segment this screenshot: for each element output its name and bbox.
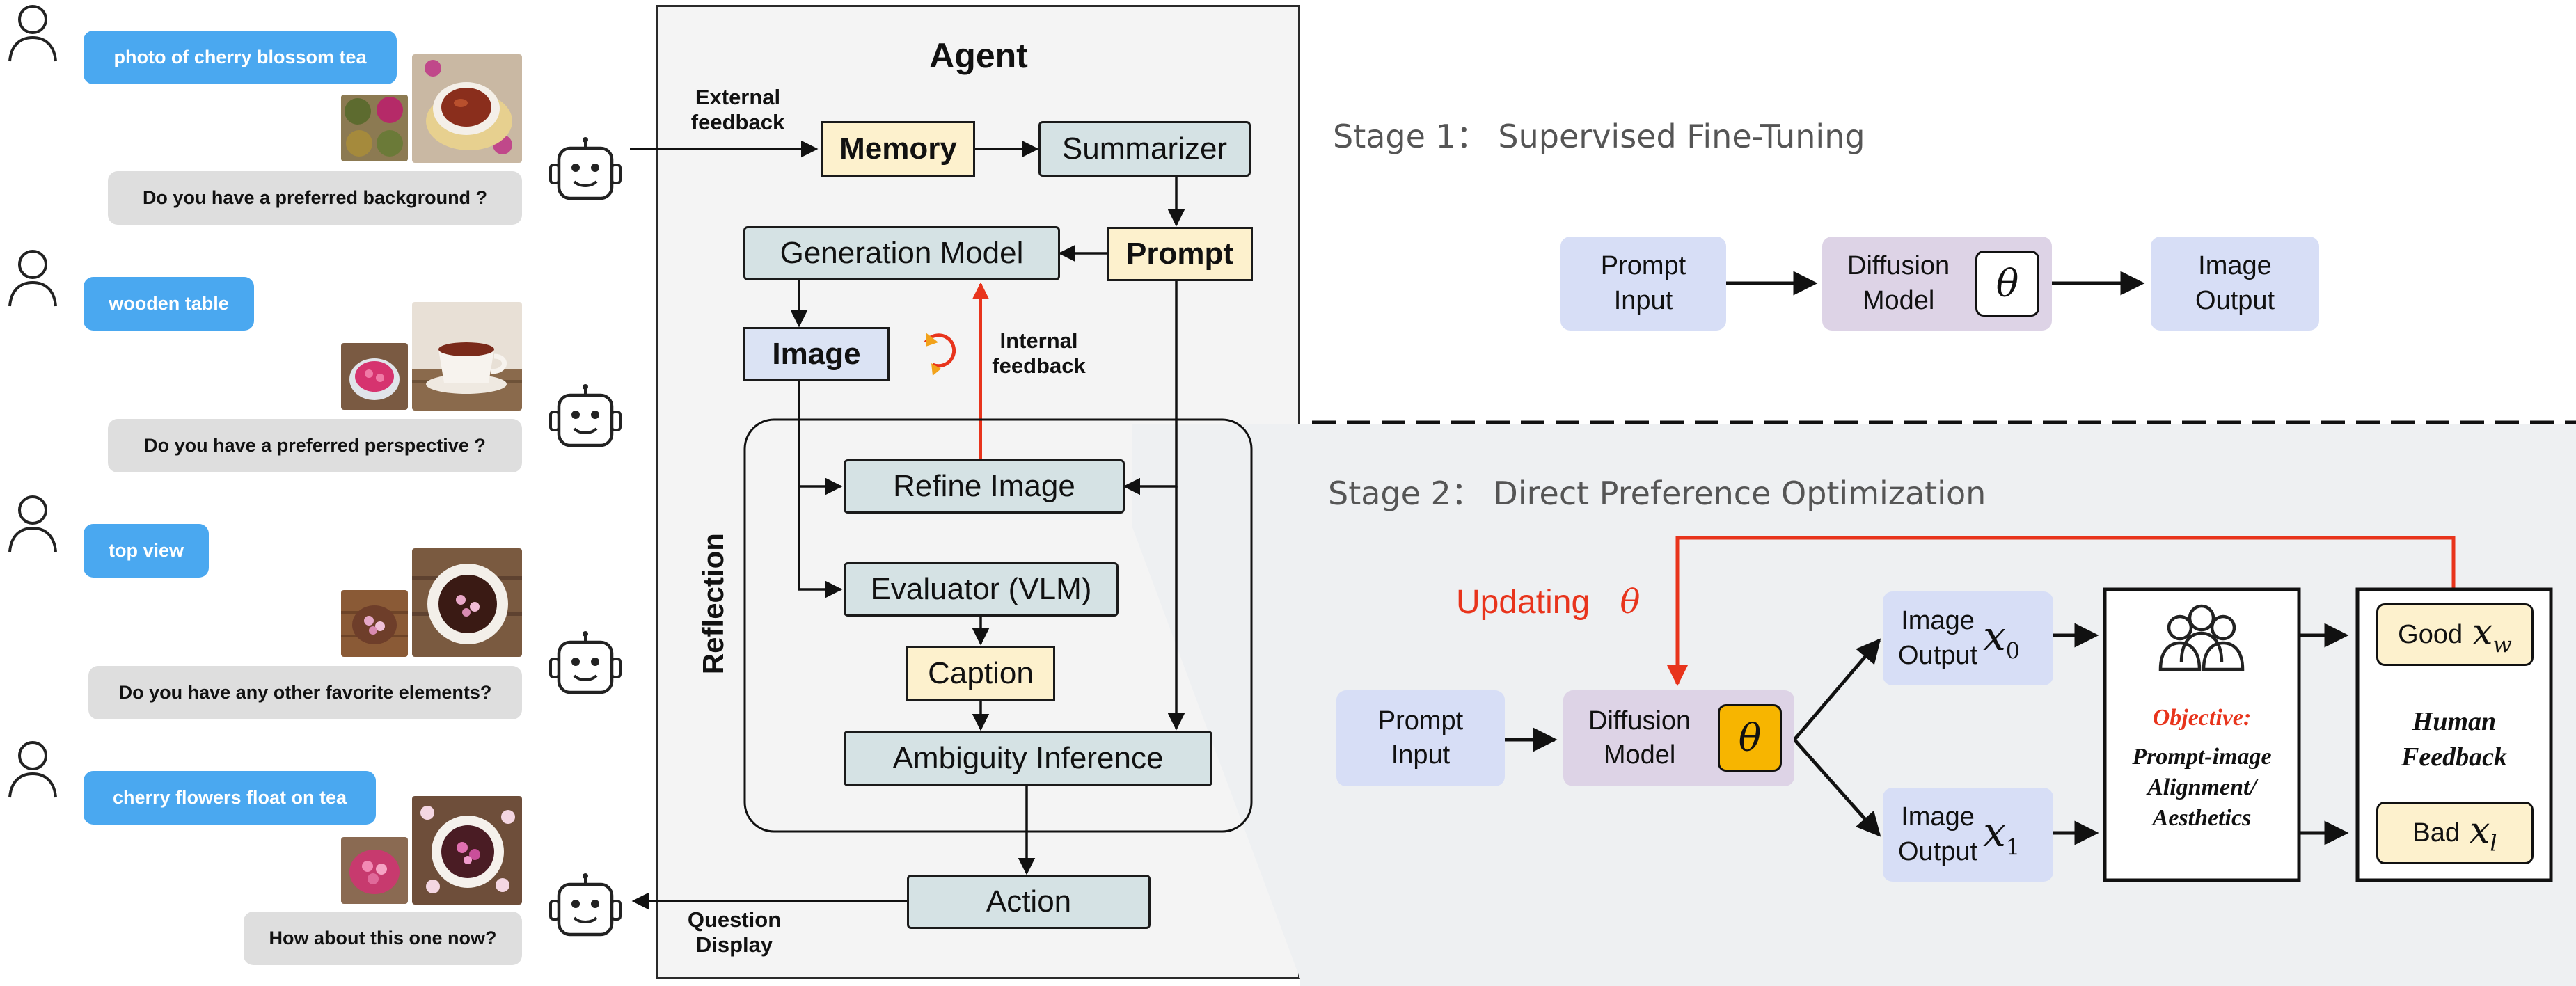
objective-text: Prompt-image Alignment/ Aesthetics <box>2132 744 2272 832</box>
stage1-theta-box: θ <box>1975 251 2039 317</box>
x0-symbol: x0 <box>1983 612 2021 665</box>
good-label: Good <box>2398 619 2463 649</box>
updating-text: Updating <box>1456 584 1590 621</box>
bad-box: Bad xl <box>2376 802 2534 864</box>
good-box: Good xw <box>2376 603 2534 666</box>
evaluator-box: Evaluator (VLM) <box>844 562 1119 617</box>
ambiguity-inference-box: Ambiguity Inference <box>844 731 1212 786</box>
tea-cup-photo <box>412 548 522 657</box>
image-output-1-label: Image Output <box>1898 802 1978 866</box>
agent-message: Do you have any other favorite elements? <box>88 666 522 719</box>
robot-icon <box>549 137 622 200</box>
user-icon <box>8 495 57 552</box>
reflection-label: Reflection <box>696 533 729 675</box>
tea-cup-photo <box>412 302 522 411</box>
people-icon <box>2158 604 2245 671</box>
updating-theta: θ <box>1620 582 1641 621</box>
tea-cup-photo <box>412 54 522 163</box>
action-box: Action <box>907 875 1151 929</box>
refine-image-box: Refine Image <box>844 459 1125 514</box>
tea-cup-photo <box>412 796 522 905</box>
agent-message: Do you have a preferred background ? <box>108 171 522 225</box>
stage1-diffusion-label: Diffusion Model <box>1847 251 1950 315</box>
stage2-title: Stage 2： Direct Preference Optimization <box>1328 475 1986 512</box>
image-output-0-label: Image Output <box>1898 606 1978 670</box>
xw-symbol: xw <box>2472 611 2512 658</box>
caption-box: Caption <box>906 646 1055 701</box>
prompt-box: Prompt <box>1107 227 1253 281</box>
stage2-diffusion-label: Diffusion Model <box>1588 706 1691 770</box>
agent-message: Do you have a preferred perspective ? <box>108 419 522 472</box>
robot-icon <box>549 384 622 447</box>
internal-feedback-label: Internal feedback <box>992 328 1086 378</box>
flowers-bowl-photo <box>341 590 408 657</box>
image-output-0: Image Output x0 <box>1883 591 2053 685</box>
flowers-bowl-photo <box>341 837 408 904</box>
agent-title: Agent <box>929 36 1028 75</box>
stage1-image-output: Image Output <box>2151 237 2319 331</box>
question-display-label: Question Display <box>687 907 782 957</box>
stage2-prompt-input: Prompt Input <box>1336 690 1505 786</box>
memory-box: Memory <box>821 121 975 177</box>
agent-message: How about this one now? <box>244 912 522 965</box>
refresh-icon <box>924 333 956 376</box>
image-box: Image <box>743 327 890 381</box>
human-feedback-label: Human Feedback <box>2401 707 2507 772</box>
user-message: wooden table <box>84 277 254 331</box>
stage1-title: Stage 1： Supervised Fine-Tuning <box>1333 118 1865 155</box>
user-icon <box>8 5 57 62</box>
user-message: top view <box>84 524 209 578</box>
summarizer-box: Summarizer <box>1038 121 1251 177</box>
stage1-prompt-input: Prompt Input <box>1560 237 1726 331</box>
user-message: cherry flowers float on tea <box>84 771 376 825</box>
robot-icon <box>549 873 622 937</box>
external-feedback-label: External feedback <box>690 85 785 134</box>
xl-symbol: xl <box>2470 809 2497 857</box>
herbs-photo <box>341 95 408 161</box>
image-output-1: Image Output x1 <box>1883 788 2053 882</box>
user-icon <box>8 250 57 307</box>
updating-label: Updating θ <box>1456 582 1641 621</box>
user-icon <box>8 741 57 798</box>
generation-model-box: Generation Model <box>743 226 1060 280</box>
stage2-theta-box: θ <box>1718 704 1782 772</box>
user-message: photo of cherry blossom tea <box>84 31 397 84</box>
x1-symbol: x1 <box>1983 809 2021 861</box>
robot-icon <box>549 631 622 694</box>
objective-title: Objective: <box>2152 705 2252 731</box>
bad-label: Bad <box>2412 818 2460 848</box>
flowers-bowl-photo <box>341 343 408 410</box>
